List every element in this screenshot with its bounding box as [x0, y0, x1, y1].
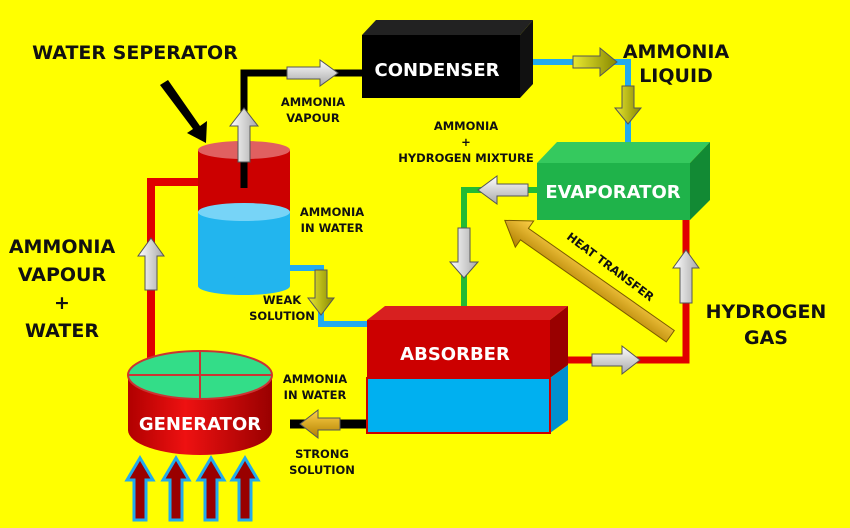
heat-arrow-icon: [160, 455, 192, 522]
condenser: CONDENSER: [362, 20, 533, 98]
arrow-right-icon: [591, 344, 641, 376]
mixture-label: AMMONIA+HYDROGEN MIXTURE: [398, 119, 534, 165]
pipe-ammonia-liquid: [520, 59, 631, 160]
generator-label: GENERATOR: [139, 414, 261, 435]
condenser-label: CONDENSER: [375, 60, 500, 81]
arrow-left-icon: [477, 175, 529, 205]
arrow-right-icon: [286, 59, 339, 87]
pointer-arrow-icon: [160, 80, 207, 143]
arrow-up-icon: [137, 237, 165, 291]
arrow-left-icon: [299, 408, 341, 440]
absorber-label: ABSORBER: [400, 344, 510, 365]
arrow-down-icon: [306, 269, 336, 316]
water-separator-label: WATER SEPERATOR: [32, 42, 238, 64]
arrow-up-icon: [672, 249, 700, 304]
flow-arrows: [137, 46, 700, 440]
heat-arrow-icon: [124, 455, 156, 522]
evaporator: EVAPORATOR: [537, 142, 710, 220]
heat-input-arrows: [124, 455, 261, 522]
arrow-down-icon: [448, 227, 480, 279]
heat-transfer-arrow-icon: [504, 219, 675, 343]
generator: GENERATOR: [127, 350, 273, 455]
heat-arrow-icon: [229, 455, 261, 522]
pipe-generator-to-separator: [147, 178, 200, 362]
arrow-up-icon: [228, 107, 260, 163]
evaporator-label: EVAPORATOR: [545, 182, 680, 203]
arrow-down-icon: [613, 85, 643, 125]
absorber: ABSORBER: [366, 306, 568, 434]
arrow-right-icon: [572, 46, 618, 78]
heat-arrow-icon: [195, 455, 227, 522]
